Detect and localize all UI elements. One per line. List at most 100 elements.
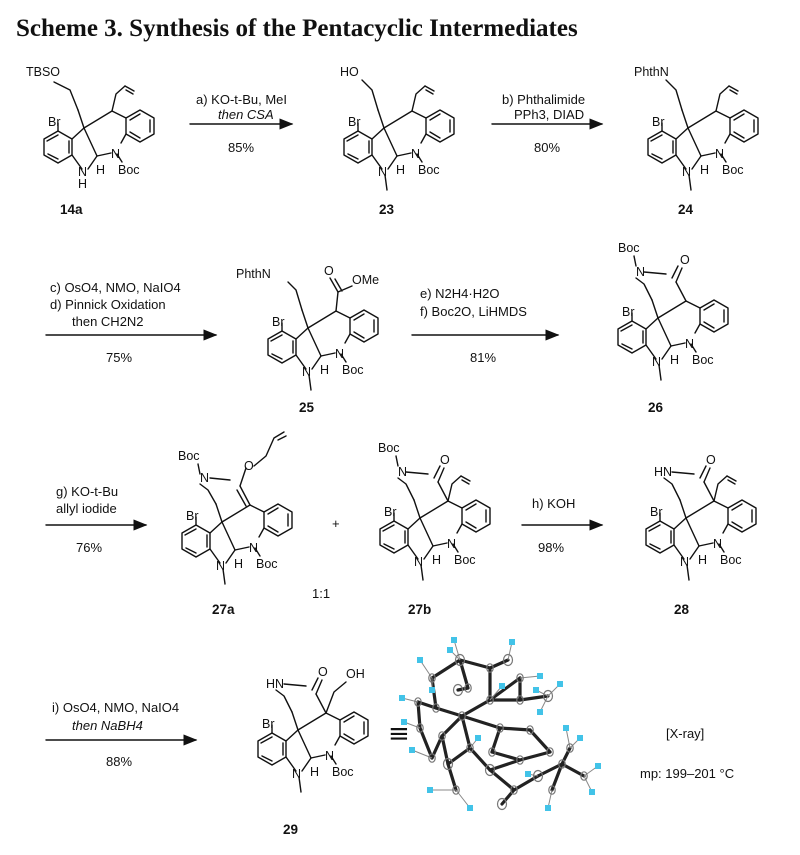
boc-label: Boc <box>418 163 440 177</box>
o-label: O <box>324 264 334 278</box>
phthn-label: PhthN <box>634 65 669 79</box>
xray-hydrogen-atom <box>427 787 433 793</box>
xray-bond <box>434 706 464 718</box>
compound-24: PhthN Br N H N Boc <box>634 65 759 191</box>
xray-carbon-atom <box>580 771 588 781</box>
xray-bond <box>430 658 462 680</box>
xray-bond <box>460 698 492 718</box>
boc-label: Boc <box>178 449 200 463</box>
step-h-reagent: h) KOH <box>532 496 575 511</box>
xray-oxygen-atom <box>452 683 464 697</box>
step-cd-yield: 75% <box>106 350 132 365</box>
step-g-reagent: g) KO-t-Bu <box>56 484 118 499</box>
br-label: Br <box>650 505 663 519</box>
xray-bond <box>560 762 586 778</box>
step-ef-yield: 81% <box>470 350 496 365</box>
boc-label: Boc <box>342 363 364 377</box>
xray-hydrogen-atom <box>467 805 473 811</box>
xray-crystal-structure <box>399 637 601 811</box>
xray-carbon-atom <box>516 695 524 705</box>
ome-label: OMe <box>352 273 379 287</box>
xray-bond <box>460 714 472 750</box>
boc-label: Boc <box>692 353 714 367</box>
br-label: Br <box>384 505 397 519</box>
n-label: N <box>302 365 311 379</box>
xray-hydrogen-atom <box>537 673 543 679</box>
boc-label: Boc <box>118 163 140 177</box>
n-boc-label: N <box>447 537 456 551</box>
h-label: H <box>700 163 709 177</box>
xray-bond <box>460 714 502 730</box>
boc-label: Boc <box>256 557 278 571</box>
boc-label: Boc <box>722 163 744 177</box>
xray-hydrogen-atom <box>499 683 505 689</box>
xray-hydrogen-atom <box>525 771 531 777</box>
o-label: O <box>680 253 690 267</box>
xray-carbon-atom <box>452 785 460 795</box>
oh-label: OH <box>346 667 365 681</box>
br-label: Br <box>622 305 635 319</box>
br-label: Br <box>186 509 199 523</box>
o-ether-label: O <box>244 459 254 473</box>
tbso-label: TBSO <box>26 65 60 79</box>
xray-carbon-atom <box>526 725 534 735</box>
xray-carbon-atom <box>488 747 496 757</box>
melting-point: mp: 199–201 °C <box>640 766 734 781</box>
xray-carbon-atom <box>496 723 504 733</box>
xray-oxygen-atom <box>502 653 514 667</box>
h-label: H <box>396 163 405 177</box>
o-label: O <box>440 453 450 467</box>
h-label: H <box>320 363 329 377</box>
boc-label: Boc <box>332 765 354 779</box>
xray-hydrogen-atom <box>589 789 595 795</box>
br-label: Br <box>348 115 361 129</box>
xray-hydrogen-atom <box>545 805 551 811</box>
xray-carbon-atom <box>548 785 556 795</box>
step-g-yield: 76% <box>76 540 102 555</box>
n-label: N <box>682 165 691 179</box>
xray-hydrogen-atom <box>399 695 405 701</box>
xray-carbon-atom <box>486 663 494 673</box>
compound-28: HN O Br N H N Boc <box>645 453 757 581</box>
boc-label: Boc <box>720 553 742 567</box>
boc-label: Boc <box>618 241 640 255</box>
br-label: Br <box>48 115 61 129</box>
n-label: N <box>378 165 387 179</box>
xray-carbon-atom <box>432 703 440 713</box>
step-i-condition: then NaBH4 <box>72 718 143 733</box>
compound-number: 14a <box>60 202 83 217</box>
xray-hydrogen-atom <box>537 709 543 715</box>
h-label: H <box>310 765 319 779</box>
plus-sign: + <box>332 516 340 531</box>
step-g-condition: allyl iodide <box>56 501 117 516</box>
xray-bond <box>418 726 434 760</box>
xray-oxygen-atom <box>532 769 544 783</box>
n-label: N <box>292 767 301 781</box>
n-boc-label: N <box>325 749 334 763</box>
step-b-reagent: b) Phthalimide <box>502 92 585 107</box>
phthn-label: PhthN <box>236 267 271 281</box>
step-b-condition: PPh3, DIAD <box>514 107 584 122</box>
h-label: H <box>670 353 679 367</box>
hn-label: HN <box>266 677 284 691</box>
xray-nitrogen-atom <box>484 763 496 777</box>
o-label: O <box>318 665 328 679</box>
xray-carbon-atom <box>428 673 436 683</box>
step-a-reagent: a) KO-t-Bu, MeI <box>196 92 287 107</box>
h-label: H <box>432 553 441 567</box>
nh-label: N <box>78 165 87 179</box>
n-label: N <box>398 465 407 479</box>
step-f-reagent: f) Boc2O, LiHMDS <box>420 304 527 319</box>
xray-carbon-atom <box>566 743 574 753</box>
isomer-ratio: 1:1 <box>312 586 330 601</box>
n-label: N <box>216 559 225 573</box>
n-label: N <box>414 555 423 569</box>
compound-14a: TBSO Br N H H N Boc <box>26 65 155 191</box>
n-label: N <box>652 355 661 369</box>
n-boc-label: N <box>411 147 420 161</box>
xray-carbon-atom <box>516 673 524 683</box>
n-label: N <box>636 265 645 279</box>
xray-carbon-atom <box>486 695 494 705</box>
n-boc-label: N <box>249 541 258 555</box>
